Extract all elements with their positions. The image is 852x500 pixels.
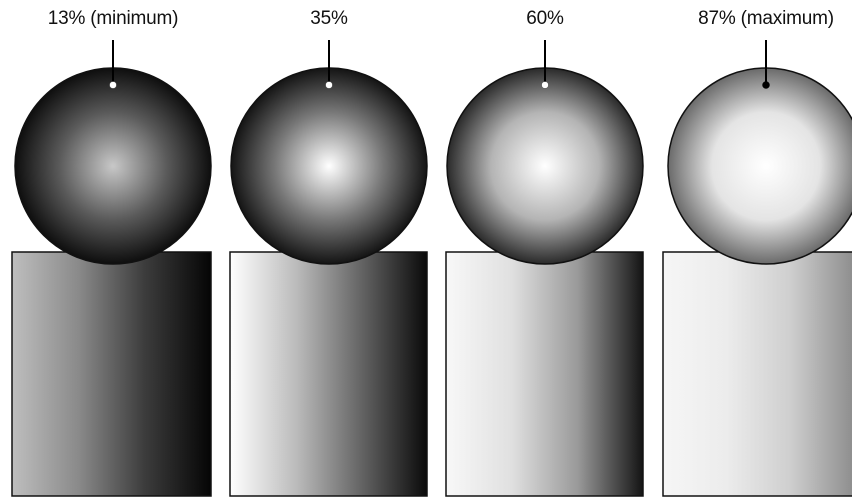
panel-caption: 13% (minimum) — [47, 8, 179, 29]
sphere — [446, 67, 644, 265]
cylinder — [662, 251, 852, 497]
marker-dot — [109, 81, 117, 89]
cylinder — [445, 251, 644, 497]
cylinder — [11, 251, 212, 497]
cylinder — [229, 251, 428, 497]
panel-caption: 35% — [310, 8, 348, 29]
marker-dot — [325, 81, 333, 89]
sphere — [14, 67, 212, 265]
sphere — [667, 67, 852, 265]
marker-dot — [541, 81, 549, 89]
panel-caption: 87% (maximum) — [698, 8, 834, 29]
marker-dot — [762, 81, 770, 89]
panel-caption: 60% — [526, 8, 564, 29]
sphere — [230, 67, 428, 265]
